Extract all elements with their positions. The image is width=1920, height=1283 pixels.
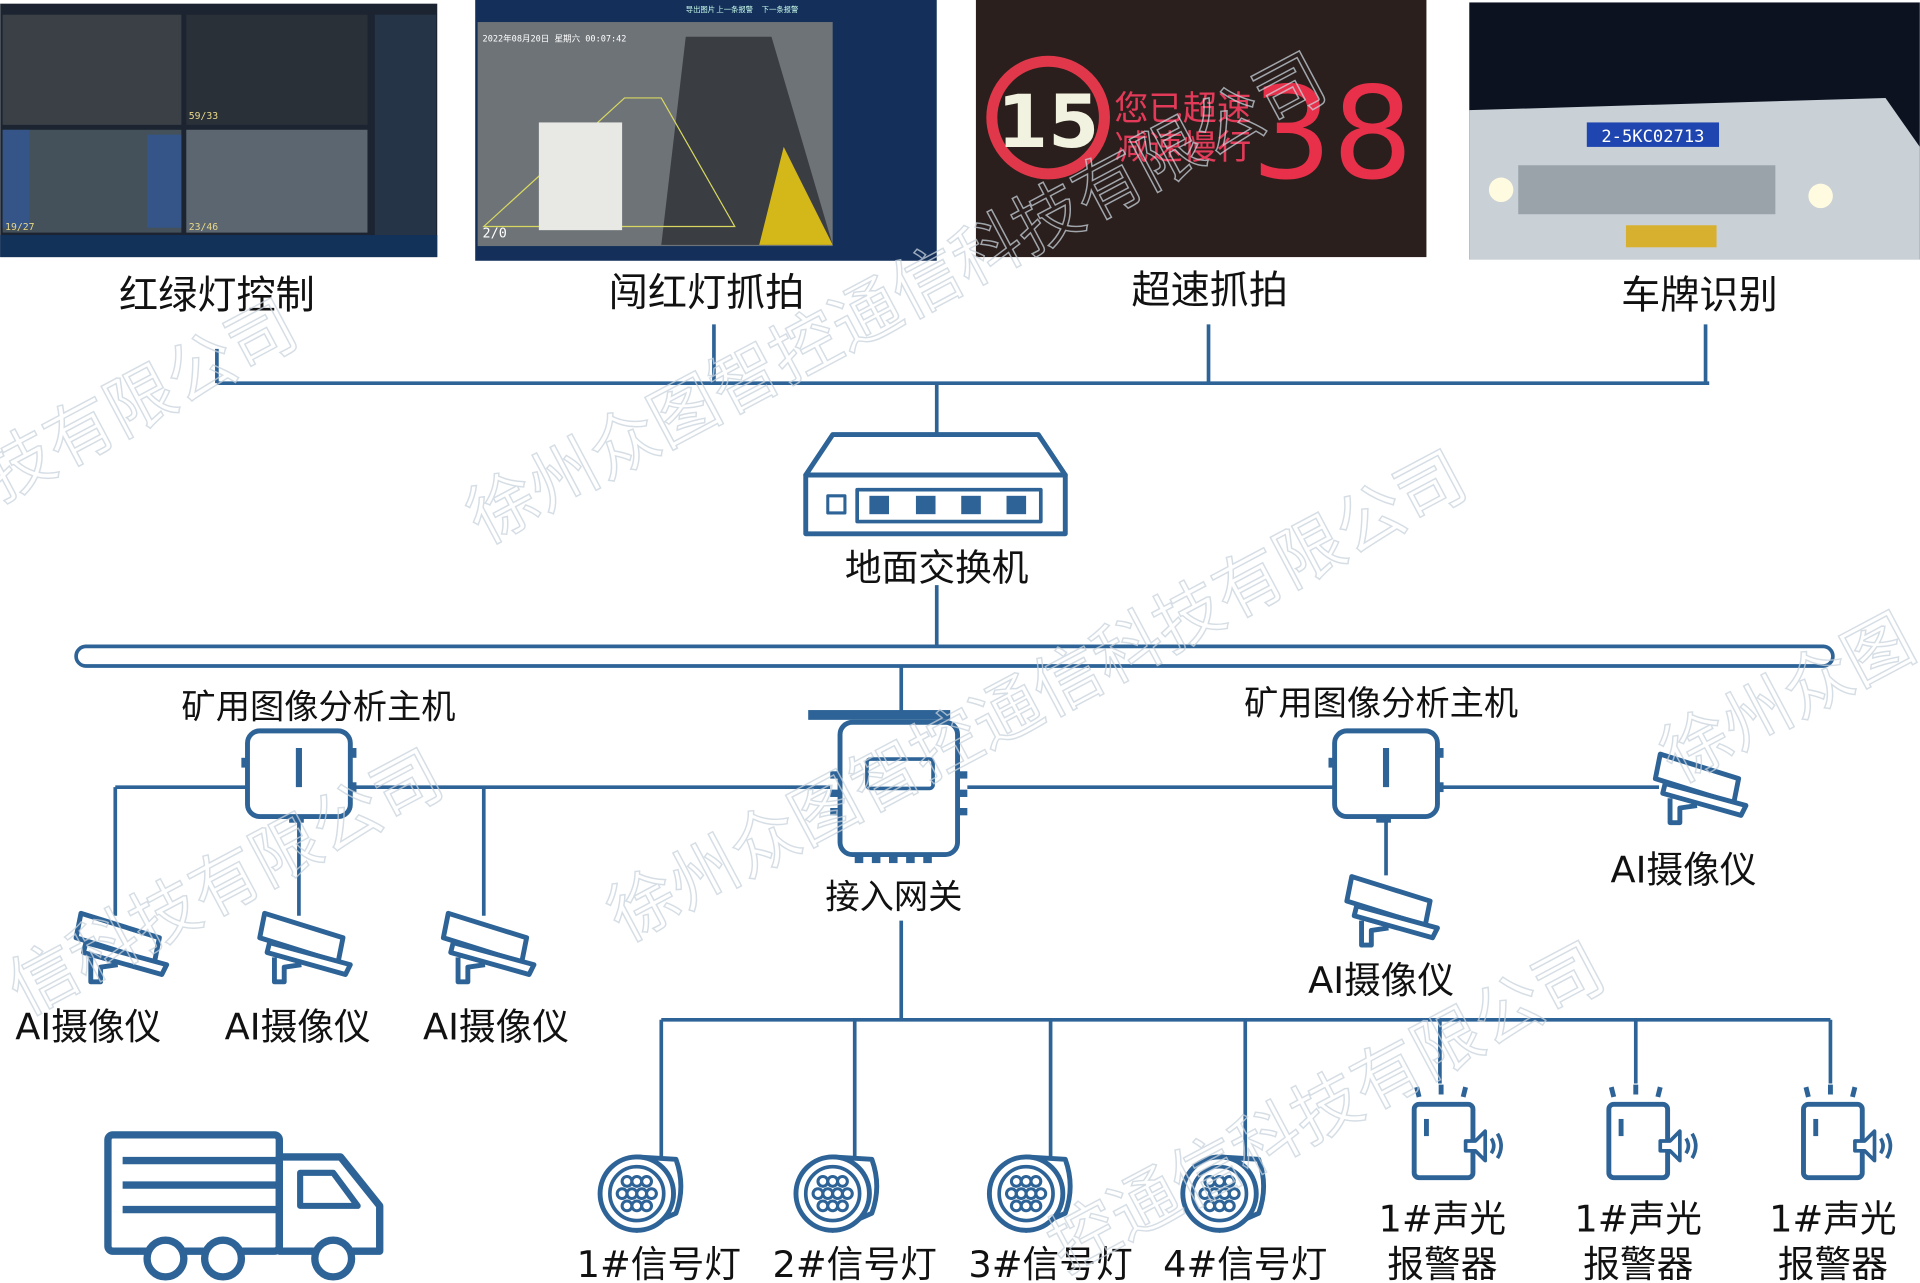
signal-label: 1#信号灯 <box>577 1243 741 1283</box>
gateway-label: 接入网关 <box>825 877 962 917</box>
alarm-label-1: 1#声光 <box>1769 1198 1897 1241</box>
camera-icon <box>1347 877 1438 946</box>
label-traffic-light-control: 红绿灯控制 <box>119 274 315 319</box>
prev-alarm-button: 上一条报警 <box>716 5 753 14</box>
overlay-1: 59/33 <box>189 111 219 122</box>
alarm-label-2: 报警器 <box>1387 1243 1497 1283</box>
alarm-label-1: 1#声光 <box>1574 1198 1702 1241</box>
overlay-timestamp: 2022年08月20日 星期六 00:07:42 <box>483 33 627 45</box>
uplink-lines <box>215 324 1710 435</box>
truck-icon <box>104 1131 384 1281</box>
label-red-light-capture: 闯红灯抓拍 <box>609 271 805 316</box>
svg-text:信科技有限公司: 信科技有限公司 <box>0 735 456 1031</box>
next-alarm-button: 下一条报警 <box>762 5 799 14</box>
camera-label: AI摄像仪 <box>225 1005 371 1048</box>
alarm-label-2: 报警器 <box>1778 1243 1888 1283</box>
alarm-icon <box>1609 1085 1696 1178</box>
label-plate-recognition: 车牌识别 <box>1621 274 1778 319</box>
photo-plate-recognition: 2-5KC02713 <box>1469 2 1920 260</box>
overlay-3: 23/46 <box>189 222 219 233</box>
signal-light-icon <box>600 1157 681 1230</box>
signal-label: 4#信号灯 <box>1163 1243 1327 1283</box>
sign-message-1: 您已超速 <box>1114 89 1251 129</box>
overlay-count: 2/0 <box>483 227 507 242</box>
photo-red-light-capture: 2022年08月20日 星期六 00:07:42 2/0 导出图片 上一条报警 … <box>475 0 937 261</box>
signal-label: 2#信号灯 <box>773 1243 937 1283</box>
sign-message-2: 减速慢行 <box>1114 128 1251 168</box>
camera-icon <box>443 913 534 982</box>
network-bus <box>74 644 1835 668</box>
alarm-label-1: 1#声光 <box>1379 1198 1507 1241</box>
host-right-icon <box>1328 731 1443 823</box>
switch-label: 地面交换机 <box>845 546 1029 589</box>
gateway-icon <box>808 710 968 864</box>
svg-text:徐州众图: 徐州众图 <box>1648 599 1920 798</box>
svg-text:技有限公司: 技有限公司 <box>0 285 311 517</box>
speed-limit: 15 <box>997 80 1099 165</box>
camera-label: AI摄像仪 <box>423 1005 569 1048</box>
export-button: 导出图片 <box>686 5 715 14</box>
label-speeding-capture: 超速抓拍 <box>1131 269 1288 314</box>
camera-label: AI摄像仪 <box>1308 959 1454 1002</box>
camera-icon <box>260 913 351 982</box>
switch-icon <box>803 432 1068 537</box>
overlay-2: 19/27 <box>5 222 35 233</box>
host-right-label: 矿用图像分析主机 <box>1244 684 1518 724</box>
camera-label: AI摄像仪 <box>15 1005 161 1048</box>
signal-light-icon <box>796 1157 877 1230</box>
photo-speeding-capture: 15 您已超速 减速慢行 38 <box>975 0 1427 258</box>
measured-speed: 38 <box>1251 61 1413 209</box>
alarm-icon <box>1803 1085 1890 1178</box>
photo-traffic-light-control: 59/33 19/27 23/46 <box>0 3 438 258</box>
signal-label: 3#信号灯 <box>968 1243 1132 1283</box>
camera-label: AI摄像仪 <box>1610 849 1756 892</box>
host-left-label: 矿用图像分析主机 <box>181 688 455 728</box>
license-plate: 2-5KC02713 <box>1601 127 1704 147</box>
alarm-label-2: 报警器 <box>1583 1243 1693 1283</box>
